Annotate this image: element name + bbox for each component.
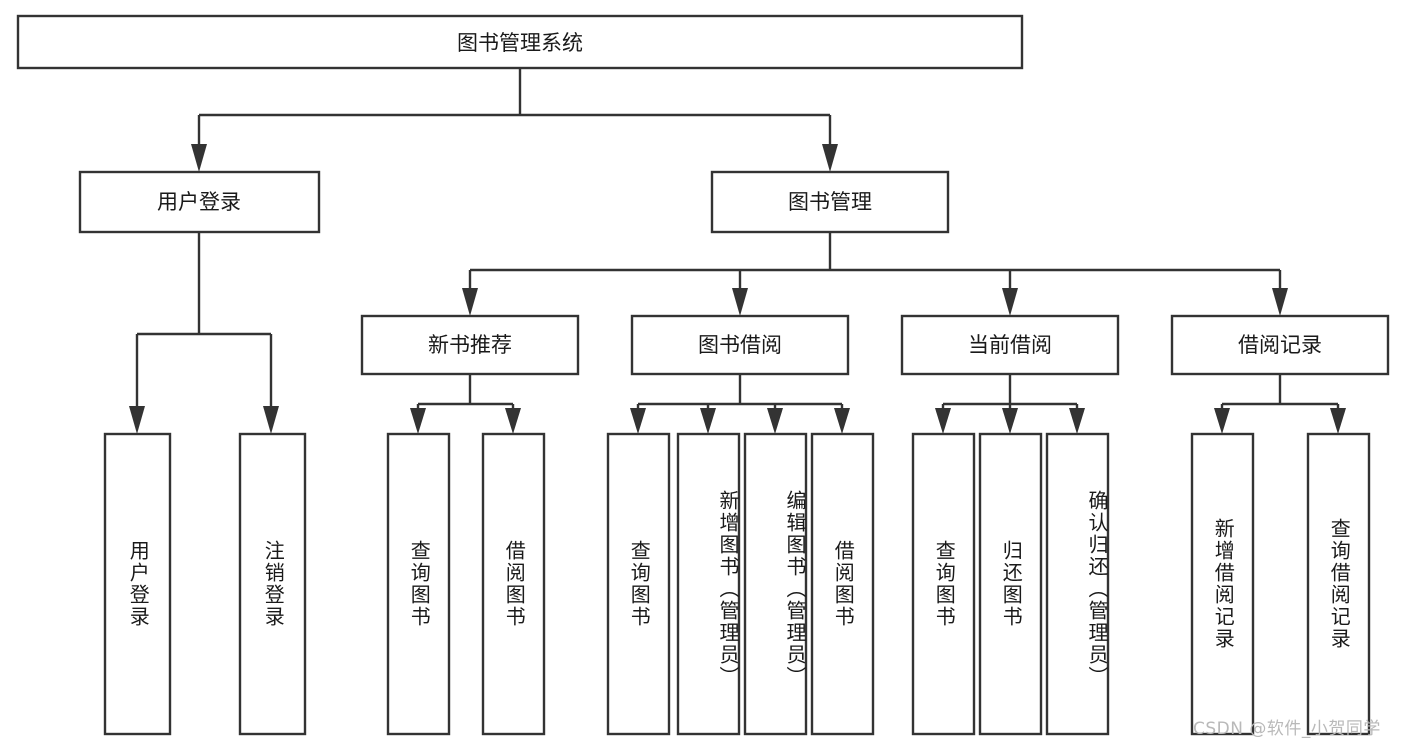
leaf-boxes [103, 432, 1371, 736]
arrow-head-leaf-add-book [700, 408, 716, 434]
arrow-head-leaf-user-login [129, 406, 145, 434]
arrow-head-leaf-query-book-2 [630, 408, 646, 434]
node-book-management-box[interactable] [710, 170, 950, 234]
arrow-head-leaf-borrow-book-2 [834, 408, 850, 434]
leaf-label-edit-book: 编辑图书（管理员） [783, 490, 807, 688]
leaf-label-borrow-book-2: 借阅图书 [831, 540, 856, 628]
leaf-label-query-book-3: 查询图书 [932, 540, 957, 628]
leaf-box-confirm-return[interactable] [1045, 432, 1110, 736]
arrow-head-leaf-edit-book [767, 408, 783, 434]
node-root-label: 图书管理系统 [457, 31, 583, 55]
arrow-head-borrow-record [1272, 288, 1288, 316]
leaf-label-add-book: 新增图书（管理员） [716, 490, 740, 688]
leaf-label-query-book-2: 查询图书 [627, 540, 652, 628]
node-current-borrow-label: 当前借阅 [968, 333, 1052, 357]
connector-group-root [191, 68, 838, 172]
node-user-login-box[interactable] [78, 170, 321, 234]
arrow-head-leaf-add-record [1214, 408, 1230, 434]
node-current-borrow[interactable]: 当前借阅 [900, 314, 1120, 376]
leaf-box-borrow-book-1[interactable] [481, 432, 546, 736]
node-book-borrow-label: 图书借阅 [698, 333, 782, 357]
connector-group-user-login [129, 232, 279, 434]
arrow-head-leaf-confirm-return [1069, 408, 1085, 434]
arrow-head-leaf-query-record [1330, 408, 1346, 434]
node-borrow-record-box[interactable] [1170, 314, 1390, 376]
connector-group-borrow-record [1214, 374, 1346, 434]
arrow-head-current-borrow [1002, 288, 1018, 316]
leaf-label-borrow-book-1: 借阅图书 [502, 540, 527, 628]
node-user-login[interactable]: 用户登录 [78, 170, 321, 234]
leaf-box-logout[interactable] [238, 432, 307, 736]
connector-group-book-management [462, 232, 1288, 316]
leaf-label-return-book: 归还图书 [999, 540, 1024, 628]
node-borrow-record[interactable]: 借阅记录 [1170, 314, 1390, 376]
connector-group-current-borrow [935, 374, 1085, 434]
node-new-book-recommend-box[interactable] [360, 314, 580, 376]
leaf-box-query-record[interactable] [1306, 432, 1371, 736]
leaf-box-query-book-2[interactable] [606, 432, 671, 736]
leaf-label-add-record: 新增借阅记录 [1211, 518, 1236, 650]
node-user-login-label: 用户登录 [157, 190, 241, 214]
leaf-label-query-record: 查询借阅记录 [1327, 518, 1352, 650]
leaf-label-confirm-return: 确认归还（管理员） [1085, 490, 1109, 688]
leaf-box-add-book[interactable] [676, 432, 741, 736]
node-root[interactable]: 图书管理系统 [16, 14, 1024, 70]
arrow-head-leaf-query-book-3 [935, 408, 951, 434]
arrow-head-book-borrow [732, 288, 748, 316]
leaf-box-query-book-1[interactable] [386, 432, 451, 736]
arrow-head-user-login [191, 144, 207, 172]
arrow-head-leaf-return-book [1002, 408, 1018, 434]
leaf-label-user-login: 用户登录 [126, 540, 151, 628]
arrow-head-book-management [822, 144, 838, 172]
arrow-head-leaf-query-book-1 [410, 408, 426, 434]
arrow-head-leaf-borrow-book-1 [505, 408, 521, 434]
connector-group-new-book-recommend [410, 374, 521, 434]
node-book-borrow-box[interactable] [630, 314, 850, 376]
arrow-head-leaf-logout [263, 406, 279, 434]
arrow-head-new-book-recommend [462, 288, 478, 316]
node-current-borrow-box[interactable] [900, 314, 1120, 376]
node-book-management[interactable]: 图书管理 [710, 170, 950, 234]
node-new-book-recommend[interactable]: 新书推荐 [360, 314, 580, 376]
leaf-box-borrow-book-2[interactable] [810, 432, 875, 736]
node-book-borrow[interactable]: 图书借阅 [630, 314, 850, 376]
node-new-book-recommend-label: 新书推荐 [428, 333, 512, 357]
leaf-box-add-record[interactable] [1190, 432, 1255, 736]
leaf-label-logout: 注销登录 [261, 540, 286, 628]
node-root-box[interactable] [16, 14, 1024, 70]
leaf-label-query-book-1: 查询图书 [407, 540, 432, 628]
node-borrow-record-label: 借阅记录 [1238, 333, 1322, 357]
csdn-watermark: CSDN @软件_小贺同学 [1193, 719, 1381, 739]
leaf-box-query-book-3[interactable] [911, 432, 976, 736]
leaf-box-return-book[interactable] [978, 432, 1043, 736]
node-book-management-label: 图书管理 [788, 190, 872, 214]
leaf-box-user-login[interactable] [103, 432, 172, 736]
leaf-box-edit-book[interactable] [743, 432, 808, 736]
connector-group-book-borrow [630, 374, 850, 434]
